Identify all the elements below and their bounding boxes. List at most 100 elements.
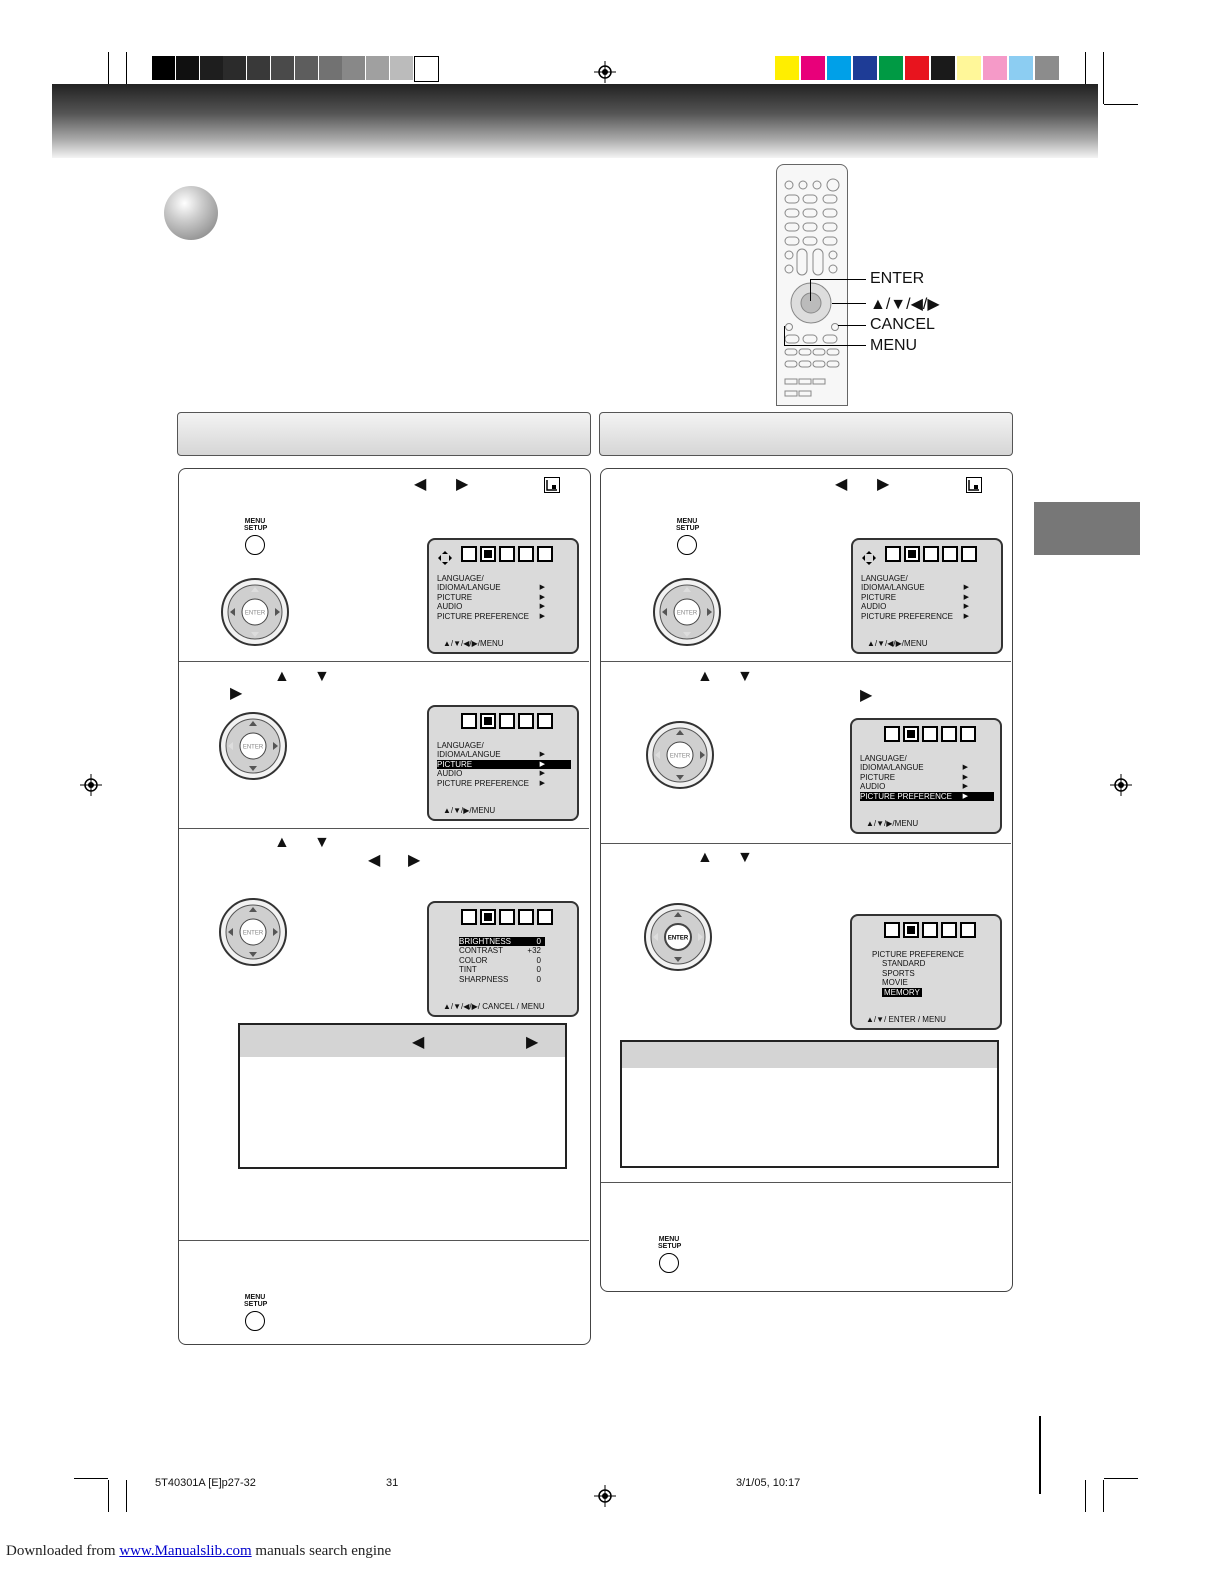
clock-icon [461, 546, 477, 562]
grid-icon [922, 726, 938, 742]
color-swatch [879, 56, 903, 80]
osd-row: LANGUAGE/ [437, 574, 484, 583]
lock-icon [941, 726, 957, 742]
color-swatch [931, 56, 955, 80]
osd-footer: ▲/▼/◀/▶/MENU [867, 638, 928, 648]
osd-row: AUDIO▶ [437, 602, 545, 612]
leader-line [784, 345, 866, 346]
tv-icon [537, 713, 553, 729]
manualslib-link[interactable]: www.Manualslib.com [119, 1543, 252, 1559]
left-column-header [177, 412, 591, 456]
osd-row: AUDIO▶ [860, 782, 968, 792]
crop-mark [1104, 104, 1138, 105]
grid-icon [499, 909, 515, 925]
lock-icon [518, 713, 534, 729]
up-arrow-icon: ▲ [274, 834, 290, 851]
direction-pad[interactable]: ENTER [652, 577, 722, 647]
crop-mark [1103, 1480, 1104, 1512]
right-arrow-icon: ▶ [456, 476, 469, 493]
osd-footer: ▲/▼/▶/MENU [443, 805, 496, 815]
color-swatch [801, 56, 825, 80]
osd-row: IDIOMA/LANGUE▶ [437, 583, 545, 593]
direction-pad[interactable]: ENTER [218, 711, 288, 781]
direction-pad[interactable]: ENTER [643, 902, 713, 972]
left-arrow-icon: ◀ [414, 476, 427, 493]
registration-mark-icon [594, 1485, 616, 1507]
direction-pad[interactable]: ENTER [218, 897, 288, 967]
crop-mark [1104, 1478, 1138, 1479]
leader-line [838, 325, 866, 326]
osd-footer: ▲/▼/ ENTER / MENU [866, 1014, 946, 1024]
down-arrow-icon: ▼ [314, 668, 330, 685]
osd-pref-option: MOVIE [882, 978, 908, 988]
menu-setup-button[interactable]: MENU SETUP [658, 1236, 681, 1276]
crop-mark [108, 52, 109, 104]
step-divider [601, 661, 1011, 662]
picture-icon [903, 922, 919, 938]
crop-mark [126, 1480, 127, 1512]
leader-line [810, 279, 866, 280]
leader-line [810, 279, 811, 301]
osd-footer: ▲/▼/▶/MENU [866, 818, 919, 828]
remote-control-illustration [776, 164, 848, 406]
up-arrow-icon: ▲ [697, 668, 713, 685]
menu-setup-button[interactable]: MENU SETUP [244, 1294, 267, 1334]
osd-row: IDIOMA/LANGUE▶ [437, 750, 545, 760]
color-swatch [1035, 56, 1059, 80]
right-column-header [599, 412, 1013, 456]
step-divider [601, 843, 1011, 844]
step-divider [179, 828, 589, 829]
picture-icon [480, 909, 496, 925]
svg-text:ENTER: ENTER [245, 611, 266, 617]
clock-icon [461, 713, 477, 729]
gray-swatch [318, 56, 342, 80]
osd-row: PICTURE PREFERENCE▶ [861, 611, 969, 621]
osd-row-highlighted: PICTURE PREFERENCE▶ [860, 791, 994, 801]
direction-pad[interactable]: ENTER [220, 577, 290, 647]
osd-row: IDIOMA/LANGUE▶ [860, 763, 968, 773]
menu-setup-button[interactable]: MENU SETUP [244, 518, 267, 558]
svg-text:ENTER: ENTER [243, 931, 264, 937]
right-arrow-icon: ▶ [408, 852, 421, 869]
picture-icon [480, 546, 496, 562]
gray-swatch [271, 56, 294, 80]
right-arrow-icon: ▶ [526, 1034, 539, 1051]
osd-pref-option: STANDARD [882, 959, 926, 969]
grid-icon [922, 922, 938, 938]
remote-label-cancel: CANCEL [870, 316, 935, 333]
lock-icon [518, 546, 534, 562]
svg-text:ENTER: ENTER [243, 745, 264, 751]
svg-text:ENTER: ENTER [668, 936, 689, 942]
crop-mark [1085, 1480, 1086, 1512]
osd-row: PICTURE▶ [860, 772, 968, 782]
header-band [52, 84, 1098, 158]
move-cursor-icon [862, 551, 876, 565]
svg-text:ENTER: ENTER [677, 611, 698, 617]
note-box-left: ◀ ▶ [238, 1023, 567, 1169]
gray-swatch [413, 56, 439, 82]
tv-icon [537, 546, 553, 562]
down-arrow-icon: ▼ [737, 849, 753, 866]
right-arrow-icon: ▶ [860, 687, 873, 704]
remote-label-menu: MENU [870, 337, 918, 354]
clock-icon [885, 546, 901, 562]
color-swatch [983, 56, 1007, 80]
menu-setup-button[interactable]: MENU SETUP [676, 518, 699, 558]
osd-picture-preference: PICTURE PREFERENCE STANDARD SPORTS MOVIE… [850, 914, 1002, 1030]
osd-row: AUDIO▶ [437, 769, 545, 779]
crop-mark [1103, 52, 1104, 104]
osd-main-menu: LANGUAGE/ IDIOMA/LANGUE▶ PICTURE▶ AUDIO▶… [427, 538, 579, 654]
direction-pad[interactable]: ENTER [645, 720, 715, 790]
osd-row: LANGUAGE/ [437, 741, 484, 750]
registration-mark-icon [594, 61, 616, 83]
section-bullet-icon [164, 186, 218, 240]
left-arrow-icon: ◀ [412, 1034, 425, 1051]
down-arrow-icon: ▼ [314, 834, 330, 851]
right-arrow-icon: ▶ [230, 685, 243, 702]
lock-icon [942, 546, 958, 562]
osd-row: PICTURE PREFERENCE▶ [437, 778, 545, 788]
